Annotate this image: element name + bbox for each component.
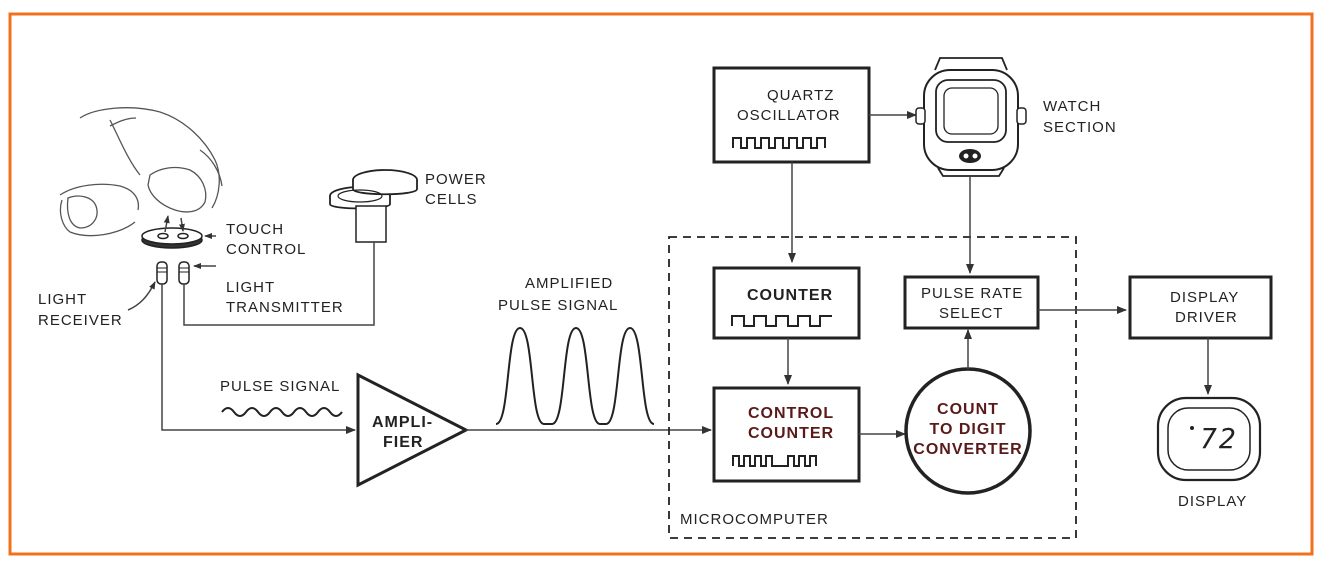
counter-box — [712, 266, 861, 340]
counter-label: COUNTER — [747, 287, 833, 304]
light-receiver-pointer — [127, 281, 156, 311]
display-reading: 72 — [1200, 422, 1238, 455]
pulse-signal-label: PULSE SIGNAL — [220, 378, 340, 395]
light-transmitter-led — [178, 261, 190, 285]
control-counter-waveform — [732, 455, 817, 467]
display-label: DISPLAY — [1178, 493, 1247, 510]
watch-illustration — [915, 57, 1027, 177]
pulse-rate-select-box — [903, 275, 1040, 330]
microcomputer-label: MICROCOMPUTER — [680, 511, 829, 528]
pulse-signal-waveform — [221, 407, 343, 417]
amplified-pulse-waveform — [495, 326, 655, 425]
display-illustration — [1156, 396, 1262, 482]
frame-border — [8, 12, 1314, 556]
amplifier-label: AMPLI-FIER — [372, 414, 433, 451]
transmitter-power-wire — [183, 242, 375, 326]
amplifier-triangle — [356, 372, 470, 488]
quartz-oscillator-box — [712, 66, 871, 164]
microcomputer-boundary — [668, 236, 1077, 539]
power-cells-illustration — [329, 169, 418, 243]
quartz-oscillator-waveform — [732, 137, 826, 149]
counter-waveform — [731, 315, 832, 327]
hand-illustration — [59, 107, 223, 237]
light-receiver-led — [156, 261, 168, 285]
touch-control-pad — [141, 215, 203, 249]
display-driver-box — [1128, 275, 1273, 340]
receiver-to-amplifier-wire — [161, 284, 356, 434]
